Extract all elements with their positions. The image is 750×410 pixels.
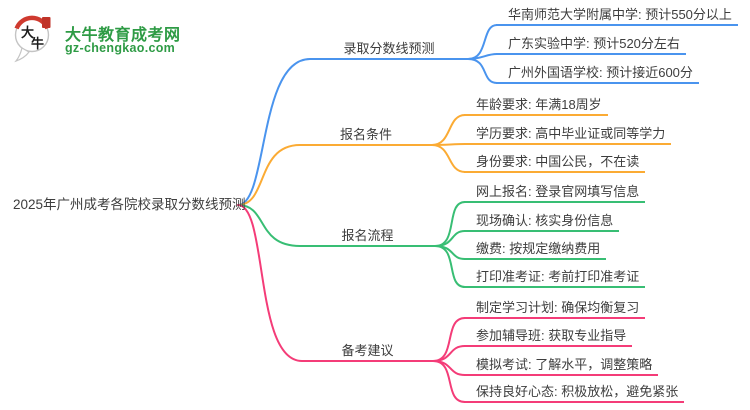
site-logo: 大 牛 大牛教育成考网 gz-chengkao.com: [13, 14, 213, 64]
leaf-node: 打印准考证: 考前打印准考证: [464, 268, 646, 288]
leaf-node: 网上报名: 登录官网填写信息: [464, 183, 646, 203]
leaf-node: 现场确认: 核实身份信息: [464, 212, 620, 232]
branch-label-requirements: 报名条件: [339, 127, 392, 142]
leaf-node: 年龄要求: 年满18周岁: [464, 96, 608, 116]
leaf-node: 广东实验中学: 预计520分左右: [496, 35, 686, 55]
leaf-node: 广州外国语学校: 预计接近600分: [496, 64, 699, 84]
leaf-node: 缴费: 按规定缴纳费用: [464, 240, 607, 260]
branch-label-admission-scores: 录取分数线预测: [343, 41, 435, 56]
leaf-node: 身份要求: 中国公民，不在读: [464, 153, 646, 173]
logo-subtitle: gz-chengkao.com: [65, 41, 176, 55]
leaf-node: 学历要求: 高中毕业证或同等学力: [464, 125, 672, 145]
leaf-node: 华南师范大学附属中学: 预计550分以上: [496, 6, 738, 26]
leaf-node: 制定学习计划: 确保均衡复习: [464, 299, 646, 319]
logo-char-top: 大: [21, 25, 34, 40]
logo-char-bottom: 牛: [31, 36, 44, 51]
leaf-node: 参加辅导班: 获取专业指导: [464, 327, 633, 347]
branch-label-procedure: 报名流程: [341, 228, 394, 243]
logo-title: 大牛教育成考网: [65, 27, 181, 44]
branch-label-prep-advice: 备考建议: [341, 343, 394, 358]
logo-seal: [42, 17, 51, 28]
root-topic: 2025年广州成考各院校录取分数线预测: [13, 197, 246, 212]
logo-bubble-icon: 大 牛: [14, 15, 51, 63]
leaf-node: 模拟考试: 了解水平，调整策略: [464, 356, 659, 376]
leaf-node: 保持良好心态: 积极放松，避免紧张: [464, 383, 685, 403]
